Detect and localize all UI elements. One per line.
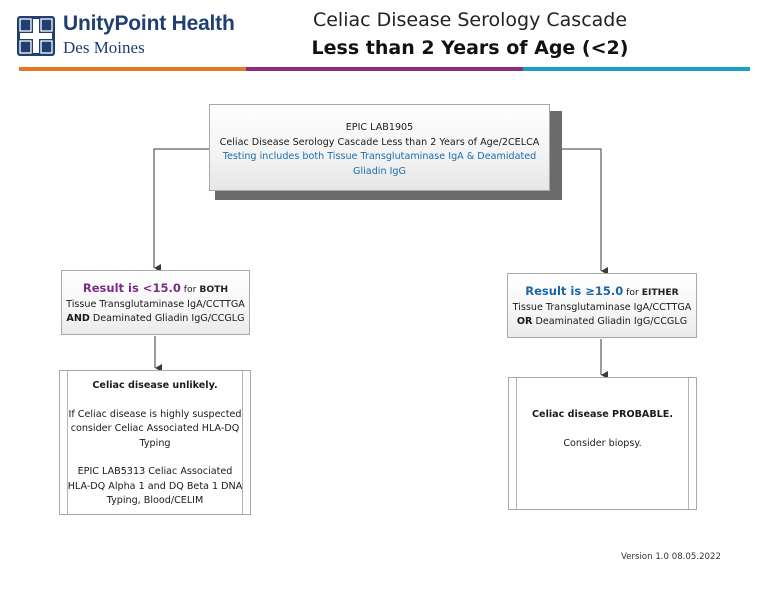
box-inner-rule-right — [242, 371, 243, 514]
order-note-line2: Gliadin IgG — [353, 165, 406, 177]
result-positive-connector: OR — [516, 316, 533, 327]
order-code: EPIC LAB1905 — [345, 122, 414, 133]
brand-name: UnityPoint Health — [63, 12, 235, 35]
version-label: Version 1.0 08.05.2022 — [621, 552, 721, 562]
result-negative-box: Result is <15.0 for BOTH Tissue Transglu… — [61, 270, 250, 335]
connector-top-to-right — [550, 148, 608, 275]
outcome-probable-heading: Celiac disease PROBABLE. — [532, 409, 673, 420]
header-band-orange — [19, 67, 246, 71]
result-positive-line2: Tissue Transglutaminase IgA/CCTTGA — [512, 301, 692, 313]
result-negative-heading: Result is <15.0 for BOTH — [62, 281, 249, 298]
result-negative-line3-text: Deaminated Gliadin IgG/CCGLG — [89, 313, 245, 324]
outcome-unlikely-p1-l2: consider Celiac Associated HLA-DQ — [70, 423, 240, 434]
brand-location: Des Moines — [63, 38, 145, 57]
result-positive-qualifier: EITHER — [641, 287, 679, 298]
result-negative-threshold: Result is <15.0 — [82, 281, 181, 295]
result-negative-line3: AND Deaminated Gliadin IgG/CCGLG — [62, 312, 249, 327]
header-band-teal — [523, 67, 750, 71]
page-title: Celiac Disease Serology Cascade — [312, 9, 628, 31]
outcome-probable-box: Celiac disease PROBABLE. Consider biopsy… — [508, 377, 697, 510]
result-positive-line3-text: Deaminated Gliadin IgG/CCGLG — [532, 316, 688, 327]
result-positive-box: Result is ≥15.0 for EITHER Tissue Transg… — [507, 273, 697, 338]
result-negative-connector: AND — [66, 313, 90, 324]
outcome-unlikely-p2-l2: HLA-DQ Alpha 1 and DQ Beta 1 DNA — [67, 480, 243, 492]
outcome-unlikely-p2-l1: EPIC LAB5313 Celiac Associated — [77, 466, 233, 477]
order-box: EPIC LAB1905 Celiac Disease Serology Cas… — [209, 104, 550, 191]
box-inner-rule-left — [516, 378, 517, 509]
for-label: for — [180, 284, 200, 295]
for-label: for — [623, 287, 642, 298]
result-negative-qualifier: BOTH — [199, 284, 229, 295]
order-description: Celiac Disease Serology Cascade Less tha… — [219, 136, 540, 148]
outcome-probable-line1: Consider biopsy. — [563, 437, 642, 449]
order-note-line1: Testing includes both Tissue Transglutam… — [222, 151, 537, 162]
unitypoint-logo-icon — [17, 16, 55, 56]
result-positive-heading: Result is ≥15.0 for EITHER — [508, 284, 696, 301]
result-positive-line3: OR Deaminated Gliadin IgG/CCGLG — [508, 315, 696, 330]
outcome-unlikely-heading: Celiac disease unlikely. — [92, 380, 218, 391]
outcome-unlikely-box: Celiac disease unlikely. If Celiac disea… — [59, 370, 251, 515]
outcome-unlikely-p1-l1: If Celiac disease is highly suspected — [68, 408, 242, 420]
page-subtitle: Less than 2 Years of Age (<2) — [311, 37, 629, 59]
outcome-unlikely-p2-l3: Typing, Blood/CELIM — [106, 495, 204, 506]
box-inner-rule-left — [67, 371, 68, 514]
connector-top-to-left — [153, 148, 209, 272]
result-negative-line2: Tissue Transglutaminase IgA/CCTTGA — [66, 298, 245, 310]
header-band-purple — [246, 67, 523, 71]
box-inner-rule-right — [688, 378, 689, 509]
outcome-unlikely-p1-l3: Typing — [139, 437, 171, 449]
result-positive-threshold: Result is ≥15.0 — [525, 284, 624, 298]
